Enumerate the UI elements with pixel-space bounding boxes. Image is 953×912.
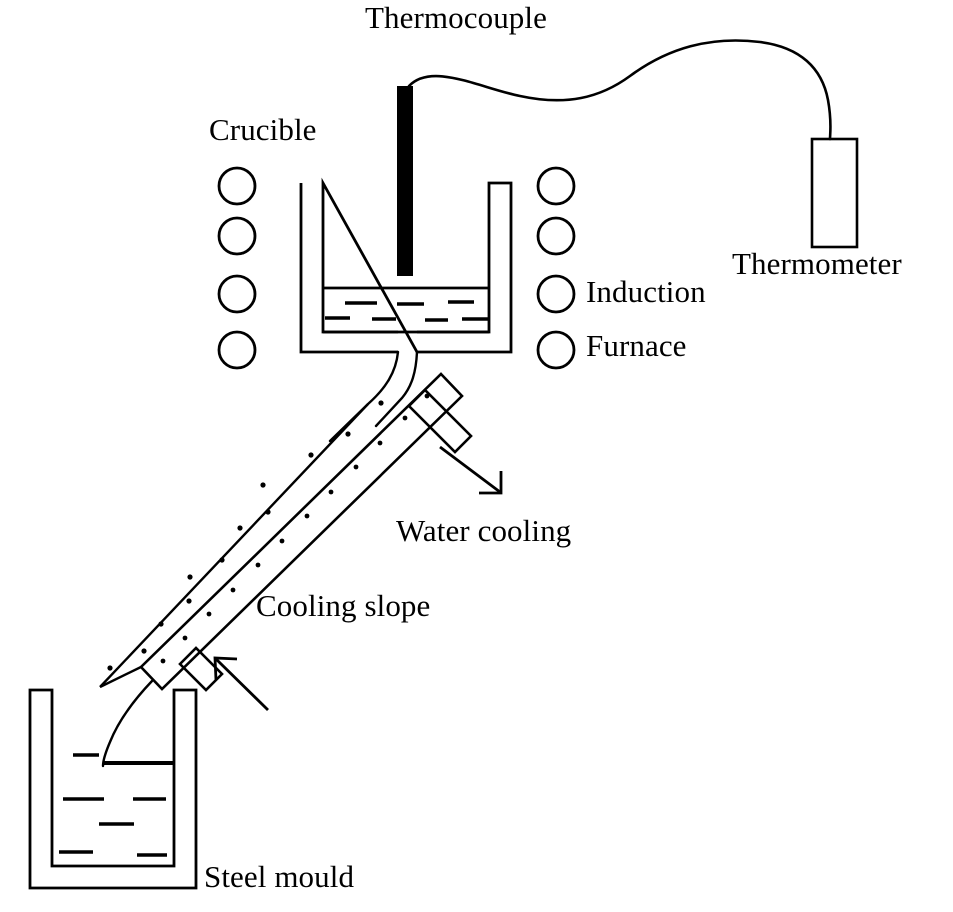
cooling-slope-plate xyxy=(139,372,464,691)
crucible-vessel xyxy=(299,177,513,354)
coil-circle xyxy=(217,166,257,206)
water-inlet-pipe xyxy=(178,646,224,692)
coil-circle xyxy=(536,274,576,314)
thermocouple-probe xyxy=(397,86,413,276)
crucible-melt-dashes xyxy=(325,300,489,322)
coil-circle xyxy=(217,216,257,256)
label-induction: Induction xyxy=(586,274,706,309)
crucible-outline xyxy=(299,177,513,354)
label-steel-mould: Steel mould xyxy=(204,859,355,894)
melt-stream-lower xyxy=(101,679,154,768)
coil-circle xyxy=(536,330,576,370)
water-outlet-arrow xyxy=(439,445,503,495)
melt-stream-upper xyxy=(328,350,419,443)
label-water-cooling: Water cooling xyxy=(396,513,572,548)
label-thermocouple: Thermocouple xyxy=(365,0,547,35)
induction-coil-right xyxy=(536,166,576,370)
coil-circle xyxy=(217,274,257,314)
melt-film-particles xyxy=(107,400,384,671)
thermometer-box xyxy=(810,137,859,249)
label-furnace: Furnace xyxy=(586,328,687,363)
label-thermometer: Thermometer xyxy=(732,246,902,281)
water-outlet-pipe xyxy=(407,388,473,454)
label-crucible: Crucible xyxy=(209,112,317,147)
coil-circle xyxy=(536,166,576,206)
mould-melt-dashes xyxy=(59,753,167,857)
water-inlet-arrow xyxy=(213,656,269,711)
label-cooling-slope: Cooling slope xyxy=(256,588,431,623)
coil-circle xyxy=(217,330,257,370)
melt-film-band xyxy=(99,403,369,689)
steel-mould-vessel xyxy=(28,688,198,890)
induction-coil-left xyxy=(217,166,257,370)
coil-circle xyxy=(536,216,576,256)
thermocouple-wire xyxy=(407,39,832,141)
